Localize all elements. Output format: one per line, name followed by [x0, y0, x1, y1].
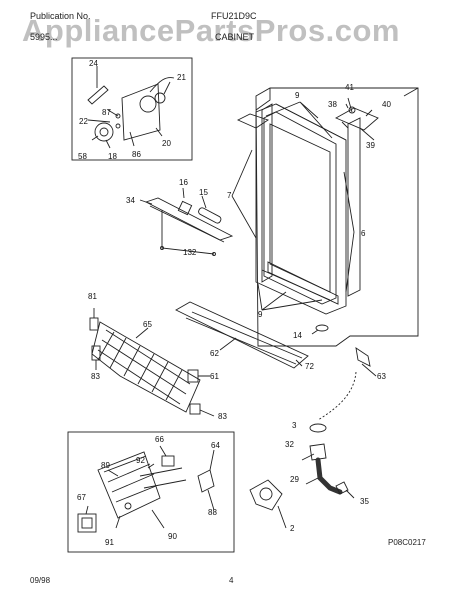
switch-66 [161, 455, 175, 467]
callout-14: 14 [293, 331, 302, 340]
sensor-bulb [87, 85, 109, 105]
footer-date: 09/98 [30, 576, 51, 585]
grommet-14 [315, 324, 329, 332]
callout-132: 132 [183, 248, 197, 257]
callout-64: 64 [211, 441, 220, 450]
callout-20: 20 [162, 139, 171, 148]
callout-38: 38 [328, 100, 337, 109]
callout-67: 67 [77, 493, 86, 502]
callout-83-left: 83 [91, 372, 100, 381]
bottom-strip [267, 261, 339, 305]
callout-63: 63 [377, 372, 386, 381]
callout-58: 58 [78, 152, 87, 161]
callout-22: 22 [79, 117, 88, 126]
inset-box-switches [67, 431, 235, 553]
switch-67 [77, 513, 97, 533]
callout-21: 21 [177, 73, 186, 82]
light-shield [144, 197, 234, 241]
fitting-2 [249, 479, 283, 511]
damper-assembly [334, 107, 379, 131]
light-bulb [198, 207, 222, 224]
callout-87: 87 [102, 108, 111, 117]
diagram-code: P08C0217 [388, 538, 426, 547]
section-title: CABINET [215, 32, 255, 42]
cabinet-liner [255, 103, 347, 315]
callout-88: 88 [208, 508, 217, 517]
thermostat-housing [121, 83, 161, 141]
callout-61: 61 [210, 372, 219, 381]
callout-40: 40 [382, 100, 391, 109]
thermostat-knob [94, 122, 114, 142]
callout-72: 72 [305, 362, 314, 371]
callout-41: 41 [345, 83, 354, 92]
cabinet-outline [255, 87, 419, 347]
callout-81: 81 [88, 292, 97, 301]
callout-86: 86 [132, 150, 141, 159]
callout-89: 89 [101, 461, 110, 470]
callout-39: 39 [366, 141, 375, 150]
switch-88 [197, 469, 215, 493]
callout-7: 7 [227, 191, 232, 200]
publication-label: Publication No. [30, 11, 91, 21]
basket-clip-81 [89, 317, 99, 331]
callout-35: 35 [360, 497, 369, 506]
footer-page-number: 4 [229, 576, 234, 585]
callout-29: 29 [290, 475, 299, 484]
basket-clip-83b [189, 403, 201, 415]
callout-9-top: 9 [295, 91, 300, 100]
callout-18: 18 [108, 152, 117, 161]
callout-34: 34 [126, 196, 135, 205]
callout-65: 65 [143, 320, 152, 329]
callout-66: 66 [155, 435, 164, 444]
drain-cap [309, 423, 327, 433]
liner-left-strip [261, 103, 273, 283]
toe-grille [175, 301, 309, 369]
watermark: AppliancePartsPros.com [22, 13, 400, 48]
light-socket [177, 200, 193, 216]
callout-91: 91 [105, 538, 114, 547]
callout-9-bottom: 9 [258, 310, 263, 319]
wire-basket [91, 321, 201, 413]
callout-24: 24 [89, 59, 98, 68]
callout-62: 62 [210, 349, 219, 358]
callout-32: 32 [285, 440, 294, 449]
callout-90: 90 [168, 532, 177, 541]
callout-92: 92 [136, 456, 145, 465]
control-panel [97, 451, 161, 519]
callout-3: 3 [292, 421, 297, 430]
model-number: FFU21D9C [211, 11, 257, 21]
inset-box-control [71, 57, 193, 161]
callout-2: 2 [290, 524, 295, 533]
callout-16: 16 [179, 178, 188, 187]
drain-hose [315, 457, 343, 495]
callout-15: 15 [199, 188, 208, 197]
publication-number: 5995... [30, 32, 58, 42]
callout-6: 6 [361, 229, 366, 238]
callout-83-right: 83 [218, 412, 227, 421]
